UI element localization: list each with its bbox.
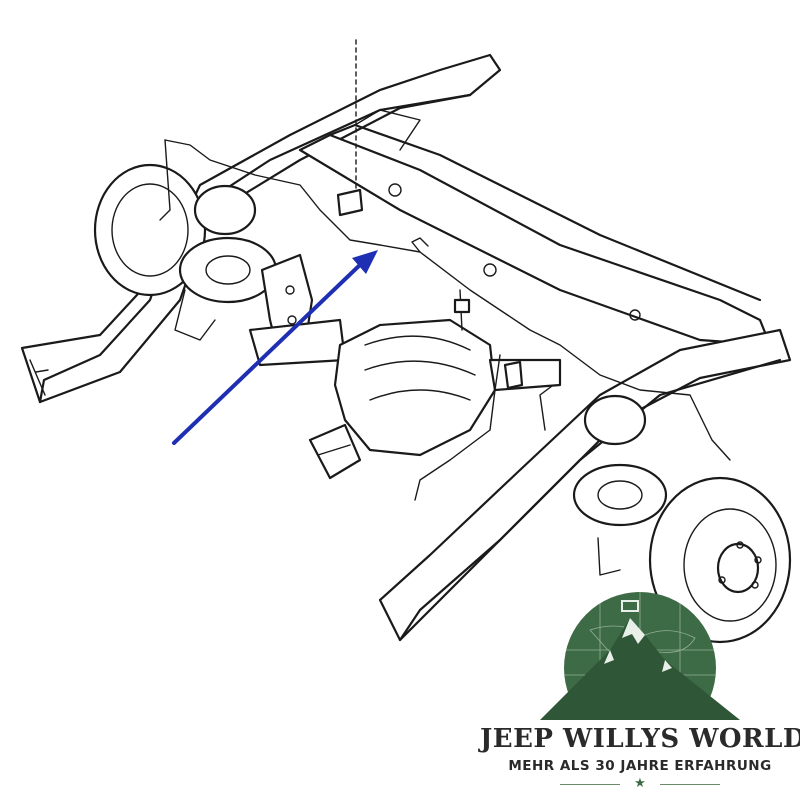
right-frame-rail bbox=[378, 328, 792, 642]
brand-rule-left bbox=[560, 784, 620, 785]
star-icon: ★ bbox=[634, 776, 646, 791]
brand-rule-right bbox=[660, 784, 720, 785]
brand-name: JEEP WILLYS WORLD bbox=[480, 724, 800, 754]
left-spring-seat bbox=[174, 184, 278, 341]
left-wheel-hub bbox=[93, 163, 207, 297]
brake-hose bbox=[414, 289, 524, 501]
right-brake-drum bbox=[648, 476, 792, 644]
cross-member-rear bbox=[298, 109, 772, 347]
brand-logo: JEEP WILLYS WORLD MEHR ALS 30 JAHRE ERFA… bbox=[480, 580, 800, 800]
pointer-arrow bbox=[172, 250, 378, 445]
brake-line bbox=[159, 139, 731, 461]
rear-axle bbox=[248, 318, 562, 480]
right-spring-seat bbox=[572, 394, 668, 576]
mountain-globe-icon bbox=[540, 592, 740, 720]
brand-tagline: MEHR ALS 30 JAHRE ERFAHRUNG bbox=[508, 758, 772, 774]
vent-pipe bbox=[336, 39, 364, 217]
